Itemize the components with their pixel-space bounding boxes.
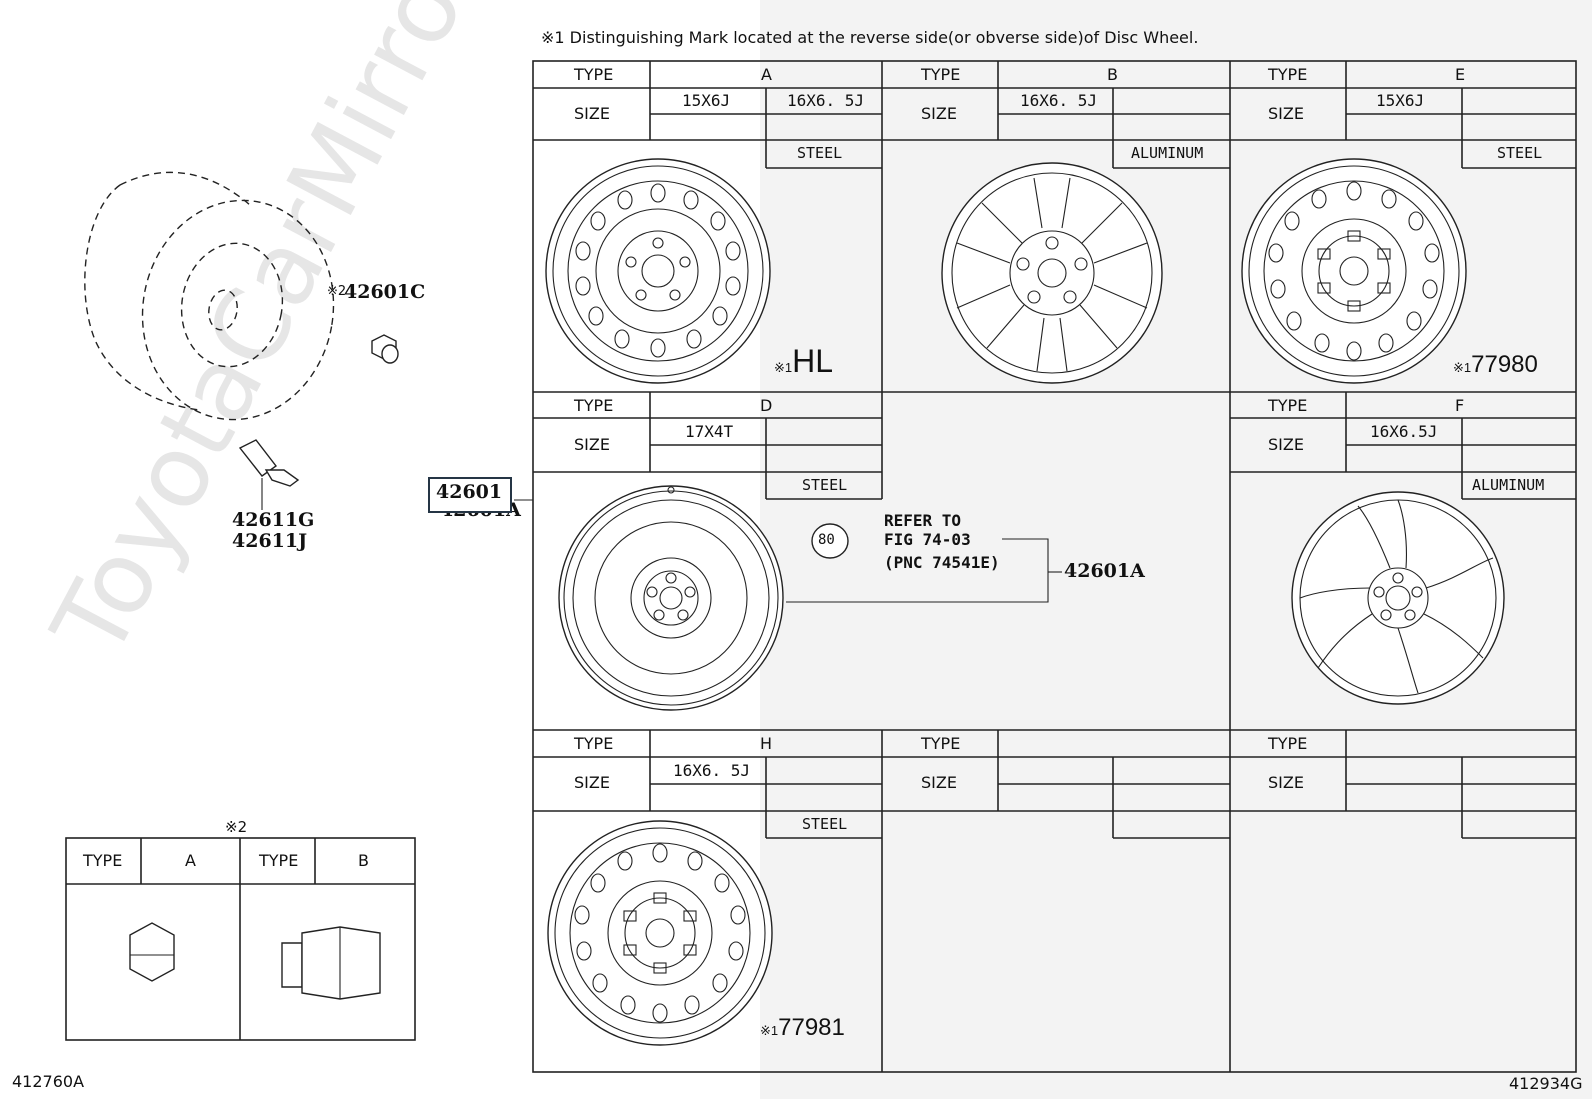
valve-drawing bbox=[238, 439, 300, 510]
panel-e-mark-prefix: ※1 bbox=[1453, 360, 1472, 375]
panel-b-type-value: B bbox=[1107, 65, 1118, 84]
panel-d-type-value: D bbox=[760, 396, 773, 415]
panel-a-mark: ※1HL bbox=[774, 345, 833, 377]
panel-a-size-label: SIZE bbox=[574, 104, 610, 123]
tire-drawing bbox=[84, 171, 335, 421]
part-nut-mark: ※2 bbox=[327, 284, 347, 299]
panel-a-mark-code: HL bbox=[792, 343, 834, 379]
refer-line-1: REFER TO bbox=[884, 511, 962, 530]
panel-h-mark-code: 77981 bbox=[778, 1014, 845, 1041]
part-number-spare[interactable]: 42601A bbox=[1064, 560, 1145, 582]
panel-a-size-2: 16X6. 5J bbox=[787, 91, 865, 110]
panel-b-size-label: SIZE bbox=[921, 104, 957, 123]
refer-badge: 80 bbox=[818, 532, 835, 548]
panel-f-type-value: F bbox=[1455, 396, 1465, 415]
nut-table bbox=[65, 837, 416, 1041]
panel-d-type-label: TYPE bbox=[574, 396, 614, 415]
panel-h-mark-prefix: ※1 bbox=[760, 1023, 779, 1038]
panel-b-size-1: 16X6. 5J bbox=[1020, 91, 1098, 110]
panel-h-size-1: 16X6. 5J bbox=[673, 761, 751, 780]
part-number-main-box[interactable] bbox=[428, 477, 512, 513]
panel-a-size-1: 15X6J bbox=[682, 91, 731, 110]
panel-h-mark: ※177981 bbox=[760, 1016, 845, 1040]
wheel-b-drawing bbox=[941, 162, 1163, 384]
wheel-e-drawing bbox=[1241, 158, 1467, 384]
panel-f-size-label: SIZE bbox=[1268, 435, 1304, 454]
panel-e-mark-code: 77980 bbox=[1471, 351, 1538, 378]
nut-table-type-label-b: TYPE bbox=[259, 851, 299, 870]
panel-h-material: STEEL bbox=[802, 815, 848, 833]
refer-line-3: (PNC 74541E) bbox=[884, 553, 1000, 572]
panel-e-size-1: 15X6J bbox=[1376, 91, 1425, 110]
nut-table-type-b: B bbox=[358, 851, 369, 870]
footer-right-code: 412934G bbox=[1509, 1074, 1583, 1093]
panel-d-size-1: 17X4T bbox=[685, 422, 734, 441]
part-number-valve-1[interactable]: 42611G bbox=[232, 509, 315, 531]
refer-line-2: FIG 74-03 bbox=[884, 530, 971, 549]
part-number-nut[interactable]: 42601C bbox=[344, 281, 426, 303]
panel-b-material: ALUMINUM bbox=[1131, 144, 1204, 162]
panel-e-size-label: SIZE bbox=[1268, 104, 1304, 123]
panel-h-type-label: TYPE bbox=[574, 734, 614, 753]
nut-table-type-a: A bbox=[185, 851, 196, 870]
panel-e-mark: ※177980 bbox=[1453, 353, 1538, 377]
distinguishing-note: ※1 Distinguishing Mark located at the re… bbox=[541, 28, 1199, 47]
refer-leaders bbox=[514, 499, 1062, 603]
panel-f-material: ALUMINUM bbox=[1472, 476, 1545, 494]
panel-a-mark-prefix: ※1 bbox=[774, 360, 793, 375]
panel-d-material: STEEL bbox=[802, 476, 848, 494]
panel-e-type-value: E bbox=[1455, 65, 1466, 84]
panel-empty-1-type-label: TYPE bbox=[921, 734, 961, 753]
panel-e-type-label: TYPE bbox=[1268, 65, 1308, 84]
panel-a-material: STEEL bbox=[797, 144, 843, 162]
panel-empty-1-size-label: SIZE bbox=[921, 773, 957, 792]
panel-a-type-value: A bbox=[761, 65, 772, 84]
panel-h-type-value: H bbox=[760, 734, 773, 753]
part-number-valve-2[interactable]: 42611J bbox=[232, 530, 308, 552]
nut-drawing bbox=[371, 334, 399, 364]
footer-left-code: 412760A bbox=[12, 1072, 85, 1091]
nut-table-type-label-a: TYPE bbox=[83, 851, 123, 870]
panel-empty-2-type-label: TYPE bbox=[1268, 734, 1308, 753]
panel-f-size-1: 16X6.5J bbox=[1370, 422, 1438, 441]
panel-e-material: STEEL bbox=[1497, 144, 1543, 162]
wheel-grid bbox=[532, 60, 1577, 1073]
panel-f-type-label: TYPE bbox=[1268, 396, 1308, 415]
panel-b-type-label: TYPE bbox=[921, 65, 961, 84]
nut-table-mark: ※2 bbox=[225, 818, 248, 836]
panel-a-type-label: TYPE bbox=[574, 65, 614, 84]
panel-empty-2-size-label: SIZE bbox=[1268, 773, 1304, 792]
wheel-d-drawing bbox=[558, 485, 784, 711]
wheel-a-drawing bbox=[545, 158, 771, 384]
panel-h-size-label: SIZE bbox=[574, 773, 610, 792]
part-number-main[interactable]: 42601 bbox=[436, 481, 503, 503]
wheel-f-drawing bbox=[1291, 491, 1505, 705]
wheel-h-drawing bbox=[547, 820, 773, 1046]
panel-d-size-label: SIZE bbox=[574, 435, 610, 454]
